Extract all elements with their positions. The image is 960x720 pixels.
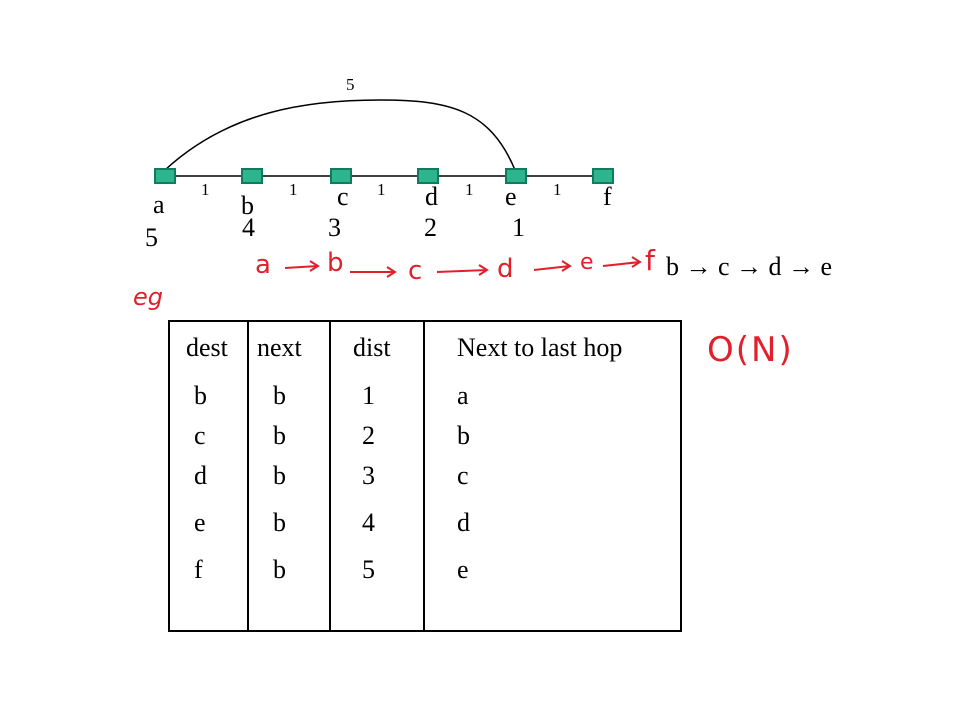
arc-edge-a-e (164, 99, 516, 171)
table-cell: f (194, 555, 203, 584)
edge-weight-b-c: 1 (289, 180, 298, 199)
edge-weight-e-f: 1 (553, 180, 562, 199)
hand-node-f: f (645, 244, 655, 277)
node-label-a: a (153, 190, 165, 219)
node-dist-d: 2 (424, 213, 437, 242)
table-cell: c (194, 421, 206, 450)
table-header-next: next (257, 333, 302, 362)
table-cell: b (273, 461, 286, 490)
node-label-d: d (425, 182, 438, 211)
hand-node-b: b (327, 248, 344, 278)
table-cell: b (457, 421, 470, 450)
edge-weight-c-d: 1 (377, 180, 386, 199)
table-cell: 4 (362, 508, 375, 537)
table-cell: b (273, 381, 286, 410)
table-cell: b (273, 555, 286, 584)
table-cell: 1 (362, 381, 375, 410)
node-dist-b: 4 (242, 213, 255, 242)
edge-weight-a-b: 1 (201, 180, 210, 199)
node-label-f: f (603, 182, 612, 211)
routing-table (168, 320, 682, 632)
table-cell: d (194, 461, 207, 490)
table-cell: d (457, 508, 470, 537)
hand-node-c: c (408, 256, 423, 286)
node-label-c: c (337, 182, 349, 211)
table-col-divider-1 (247, 320, 249, 632)
table-cell: e (194, 508, 206, 537)
table-cell: 5 (362, 555, 375, 584)
hand-complexity: O(N) (707, 330, 794, 370)
edge-weight-d-e: 1 (465, 180, 474, 199)
node-dist-a: 5 (145, 223, 158, 252)
node-dist-e: 1 (512, 213, 525, 242)
hand-eg: eg (133, 283, 163, 311)
table-cell: a (457, 381, 469, 410)
table-col-divider-2 (329, 320, 331, 632)
table-cell: 2 (362, 421, 375, 450)
graph-node-f (592, 168, 614, 184)
graph-node-a (154, 168, 176, 184)
graph-node-b (241, 168, 263, 184)
table-cell: 3 (362, 461, 375, 490)
hand-node-a: a (255, 250, 271, 280)
node-label-e: e (505, 182, 517, 211)
graph-node-c (330, 168, 352, 184)
node-dist-c: 3 (328, 213, 341, 242)
table-header-dest: dest (186, 333, 228, 362)
handwritten-arrows (284, 256, 642, 278)
hand-node-e: e (580, 250, 594, 275)
hand-node-d: d (497, 254, 514, 284)
table-header-dist: dist (353, 333, 391, 362)
table-col-divider-3 (423, 320, 425, 632)
table-cell: b (273, 508, 286, 537)
table-cell: b (273, 421, 286, 450)
table-cell: b (194, 381, 207, 410)
arc-weight: 5 (346, 75, 355, 94)
table-cell: e (457, 555, 469, 584)
graph-node-d (417, 168, 439, 184)
table-header-next-to-last-hop: Next to last hop (457, 333, 623, 362)
graph-node-e (505, 168, 527, 184)
path-text: b → c → d → e (666, 252, 833, 281)
table-cell: c (457, 461, 469, 490)
node-label-b: b (241, 191, 254, 220)
